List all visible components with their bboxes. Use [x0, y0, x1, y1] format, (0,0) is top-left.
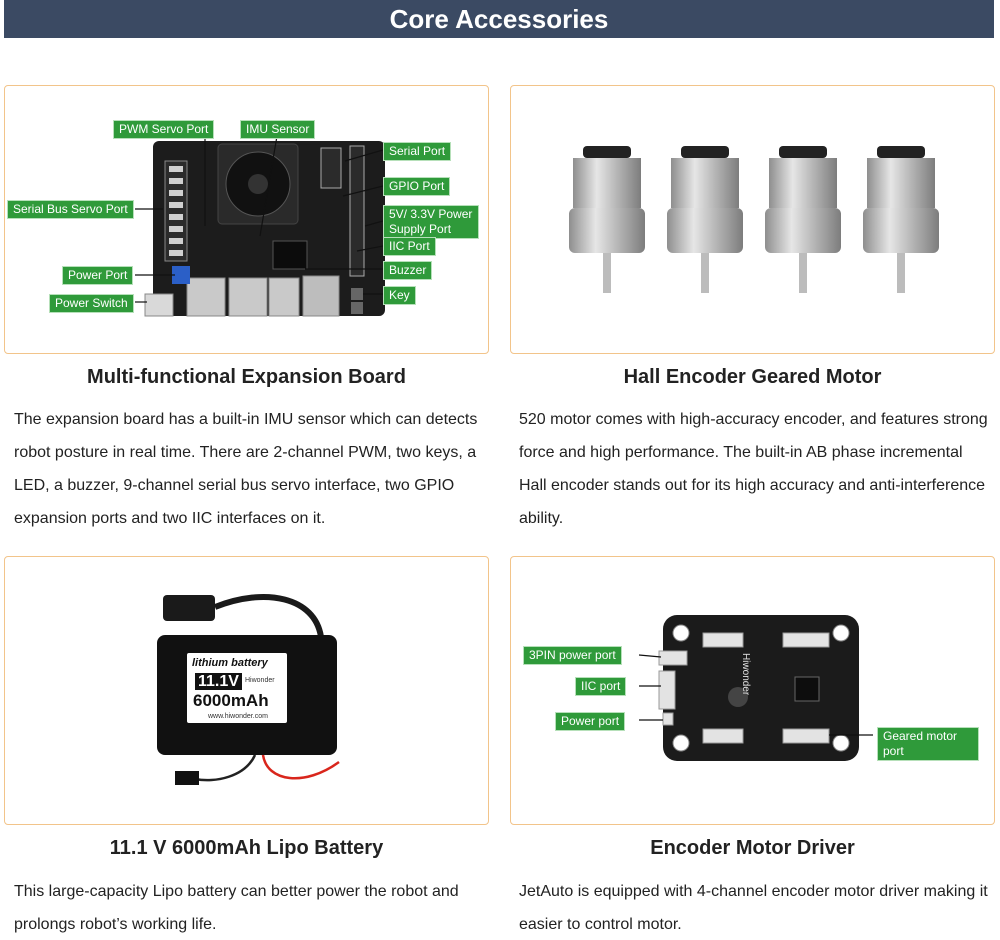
geared-motor-description: 520 motor comes with high-accuracy encod…: [519, 411, 988, 527]
motor-3: [765, 146, 841, 293]
motor-2: [667, 146, 743, 293]
battery-capacity-text: 6000mAh: [193, 691, 269, 710]
power-supply-port-label: 5V/ 3.3V Power Supply Port: [383, 205, 479, 239]
page-header: Core Accessories: [4, 0, 994, 38]
serial-port-label: Serial Port: [383, 142, 452, 161]
motor-4: [863, 146, 939, 293]
driver-board-brand-text: Hiwonder: [740, 653, 751, 696]
power-switch-label: Power Switch: [49, 294, 134, 313]
battery-voltage-text: 11.1V: [195, 673, 242, 690]
expansion-board-title: Multi-functional Expansion Board: [87, 366, 406, 388]
expansion-board-card: PWM Servo Port IMU Sensor Serial Port GP…: [4, 85, 489, 354]
expansion-board-image: [135, 135, 385, 317]
page-title: Core Accessories: [389, 4, 609, 34]
gpio-port-label: GPIO Port: [383, 177, 451, 196]
iic-port-label: IIC Port: [383, 237, 436, 256]
serial-bus-servo-port-label: Serial Bus Servo Port: [7, 200, 134, 219]
driver-power-port-label: Power port: [555, 712, 626, 731]
battery-description: This large-capacity Lipo battery can bet…: [14, 883, 459, 933]
three-pin-power-port-label: 3PIN power port: [523, 646, 622, 665]
battery-title: 11.1 V 6000mAh Lipo Battery: [109, 837, 384, 859]
battery-url-text: www.hiwonder.com: [208, 713, 268, 720]
power-port-label: Power Port: [62, 266, 134, 285]
pwm-servo-port-label: PWM Servo Port: [113, 120, 215, 139]
motor-driver-description: JetAuto is equipped with 4-channel encod…: [519, 883, 988, 933]
expansion-board-description: The expansion board has a built-in IMU s…: [14, 411, 478, 527]
geared-motor-port-label: Geared motor port: [877, 727, 979, 761]
motor-driver-card: Hiwonder 3PIN power port IIC port Power …: [510, 556, 995, 825]
geared-motor-title: Hall Encoder Geared Motor: [623, 366, 882, 388]
battery-card: lithium battery 11.1V Hiwonder 6000mAh w…: [4, 556, 489, 825]
motor-driver-title: Encoder Motor Driver: [650, 837, 855, 859]
geared-motor-image: [569, 146, 939, 293]
buzzer-label: Buzzer: [383, 261, 433, 280]
key-label: Key: [383, 286, 416, 305]
battery-type-text: lithium battery: [192, 657, 268, 669]
driver-iic-port-label: IIC port: [575, 677, 627, 696]
imu-sensor-label: IMU Sensor: [240, 120, 316, 139]
motor-1: [569, 146, 645, 293]
geared-motor-card: [510, 85, 995, 354]
battery-brand-text: Hiwonder: [245, 677, 275, 684]
motor-driver-image: [638, 615, 873, 761]
